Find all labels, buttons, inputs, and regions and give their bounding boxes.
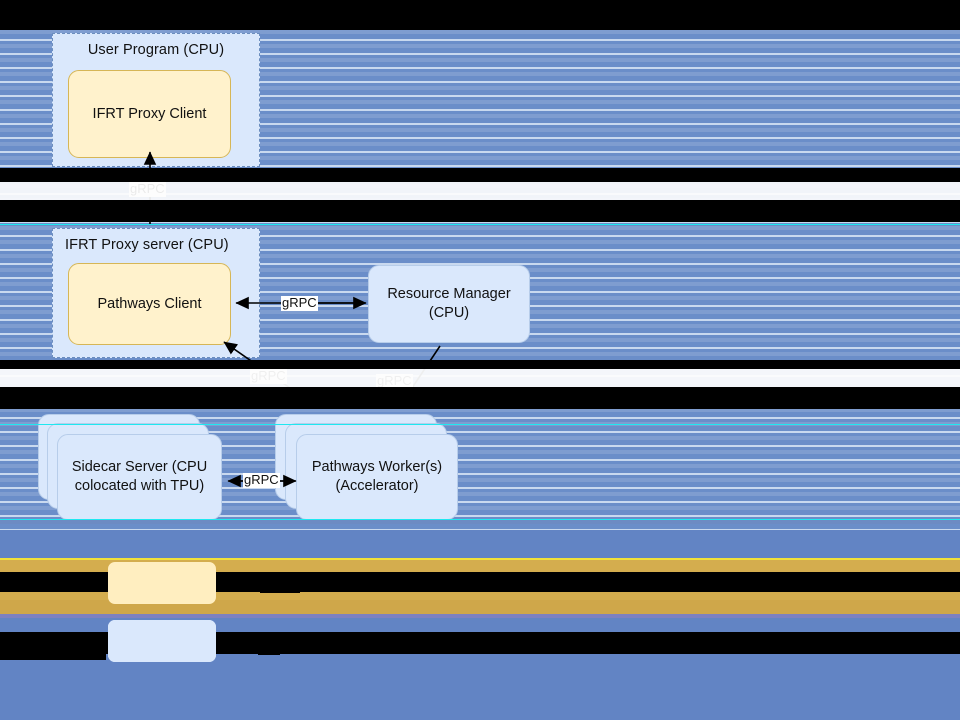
legend-swatch-blue-overlay <box>108 620 216 662</box>
artifact-band-8 <box>0 614 960 618</box>
legend-swatch-yellow-overlay <box>108 562 216 604</box>
artifact-text-mask-3 <box>0 654 106 660</box>
artifact-band-top <box>0 0 960 30</box>
node-resource-manager[interactable]: Resource Manager (CPU) <box>368 265 530 343</box>
node-pathways-workers[interactable]: Pathways Worker(s) (Accelerator) <box>296 434 458 520</box>
node-ifrt-proxy-client-label: IFRT Proxy Client <box>92 105 207 122</box>
node-sidecar-server-label-line1: Sidecar Server (CPU <box>71 459 208 476</box>
node-pathways-workers-label-line2: (Accelerator) <box>335 478 419 494</box>
artifact-band-1 <box>0 168 960 182</box>
container-user-program-label: User Program (CPU) <box>87 42 225 58</box>
container-ifrt-proxy-server-label: IFRT Proxy server (CPU) <box>65 237 229 253</box>
artifact-gold-hairline <box>0 558 960 560</box>
artifact-scanline-1 <box>0 224 960 225</box>
artifact-band-3 <box>0 200 960 222</box>
node-sidecar-server-label-line2: colocated with TPU) <box>74 478 205 494</box>
artifact-band-6 <box>0 387 960 409</box>
edge-label-resource-manager-grpc: gRPC <box>281 295 318 311</box>
node-pathways-workers-label-line1: Pathways Worker(s) <box>311 459 443 476</box>
node-resource-manager-label-line1: Resource Manager <box>387 286 511 303</box>
edge-label-sidecar-workers-grpc: gRPC <box>243 472 280 488</box>
node-resource-manager-label-line2: (CPU) <box>428 305 470 321</box>
artifact-band-4 <box>0 360 960 369</box>
node-ifrt-proxy-client[interactable]: IFRT Proxy Client <box>68 70 231 158</box>
artifact-band-5 <box>0 369 960 387</box>
node-pathways-client[interactable]: Pathways Client <box>68 263 231 345</box>
artifact-gold-band-3 <box>0 600 960 614</box>
artifact-text-mask-2 <box>0 632 960 654</box>
artifact-band-7 <box>0 520 960 524</box>
artifact-scanline-3 <box>0 519 960 520</box>
artifact-underline-2 <box>258 652 280 655</box>
node-sidecar-server[interactable]: Sidecar Server (CPU colocated with TPU) <box>57 434 222 520</box>
artifact-text-mask-1 <box>0 572 960 592</box>
artifact-underline-1 <box>260 590 300 593</box>
artifact-gold-band-2 <box>0 592 960 600</box>
artifact-scanline-2 <box>0 424 960 425</box>
artifact-band-2 <box>0 182 960 200</box>
node-pathways-client-label: Pathways Client <box>97 295 202 312</box>
artifact-gold-band <box>0 560 960 572</box>
